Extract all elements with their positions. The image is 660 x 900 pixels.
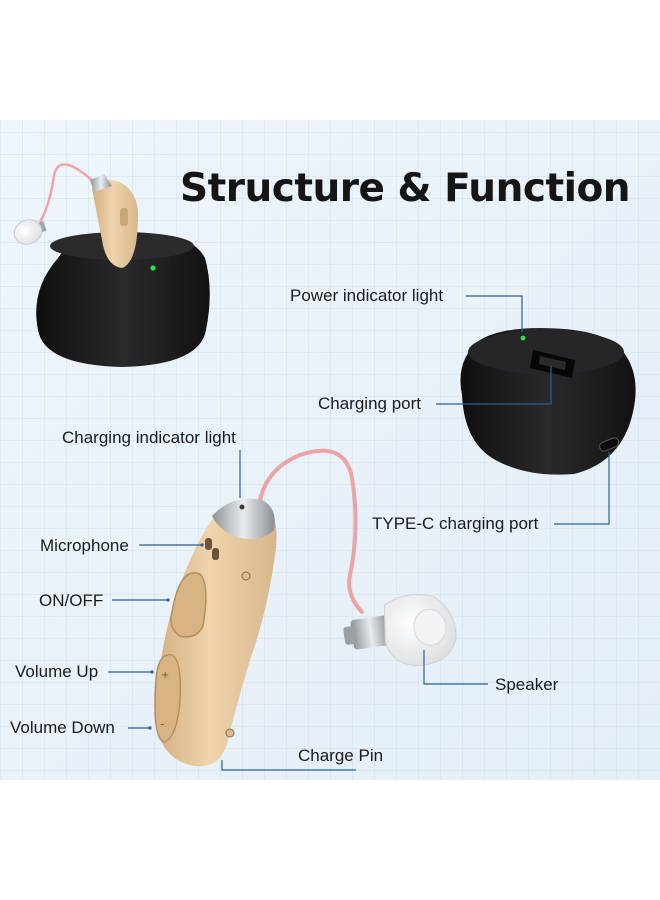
- svg-text:-: -: [160, 717, 164, 731]
- label-charging-indicator-light: Charging indicator light: [62, 428, 236, 447]
- svg-text:+: +: [161, 670, 169, 681]
- hearing-aid-image: + -: [154, 448, 457, 767]
- label-volume-up: Volume Up: [15, 662, 99, 681]
- label-speaker: Speaker: [495, 675, 559, 694]
- label-charging-port: Charging port: [318, 394, 422, 413]
- label-charge-pin: Charge Pin: [298, 746, 384, 765]
- label-volume-down: Volume Down: [10, 718, 115, 737]
- page-title: Structure & Function: [180, 166, 631, 211]
- label-type-c-charging-port: TYPE-C charging port: [372, 514, 539, 533]
- label-microphone: Microphone: [40, 536, 129, 555]
- leader-lines: [108, 295, 610, 771]
- charging-dock-image: [460, 328, 636, 475]
- label-power-indicator-light: Power indicator light: [290, 286, 444, 305]
- label-on-off: ON/OFF: [39, 591, 104, 610]
- charging-indicator-led: [239, 504, 245, 510]
- power-indicator-led: [520, 335, 526, 341]
- dock-with-hearing-aid-image: [13, 163, 210, 367]
